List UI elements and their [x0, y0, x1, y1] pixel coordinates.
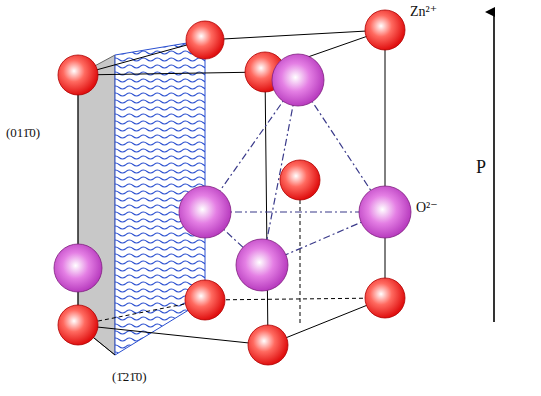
o-atoms	[54, 54, 411, 292]
hidden-edges	[78, 200, 385, 325]
plane-label: (011̄0)	[6, 126, 40, 140]
ion-label: O²⁻	[416, 200, 438, 215]
tetrahedron	[205, 80, 385, 265]
zn-atoms	[58, 10, 405, 365]
ion-label: Zn²⁺	[410, 4, 437, 19]
o-atom	[236, 239, 288, 291]
zn-atom	[280, 160, 320, 200]
polarization-label: P	[476, 158, 486, 178]
polarization-arrow	[493, 12, 495, 322]
plane-label: (1̄21̄0)	[112, 370, 147, 384]
cell-edges	[78, 30, 385, 355]
